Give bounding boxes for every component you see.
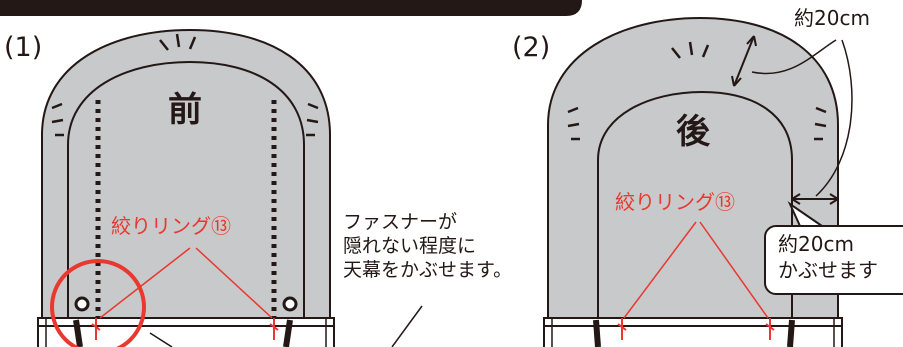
front-label: 前	[168, 90, 202, 130]
pin-right-back	[765, 318, 775, 340]
callout-line-1: 約20cm	[778, 232, 854, 256]
front-canopy-figure	[37, 28, 335, 347]
panel-number-2: (2)	[512, 32, 551, 63]
panel-number-1: (1)	[4, 32, 43, 63]
pin-left	[91, 318, 101, 340]
dimension-top-label: 約20cm	[794, 6, 870, 30]
back-canopy-figure	[543, 16, 853, 347]
ring-left	[74, 296, 90, 312]
highlight-circle	[50, 259, 146, 347]
ring-label-1: 絞りリング⑬	[111, 214, 231, 238]
pin-right	[269, 318, 279, 340]
note-line-3: 天幕をかぶせます。	[343, 259, 513, 281]
back-label: 後	[676, 112, 710, 152]
pin-left-back	[617, 318, 627, 340]
ring-right	[282, 296, 298, 312]
ring-label-2: 絞りリング⑬	[615, 190, 735, 214]
note-line-1: ファスナーが	[343, 211, 458, 233]
callout-box	[764, 225, 903, 295]
header-bar	[0, 0, 582, 16]
note-line-2: 隠れない程度に	[343, 235, 477, 257]
callout-line-2: かぶせます	[778, 258, 878, 282]
